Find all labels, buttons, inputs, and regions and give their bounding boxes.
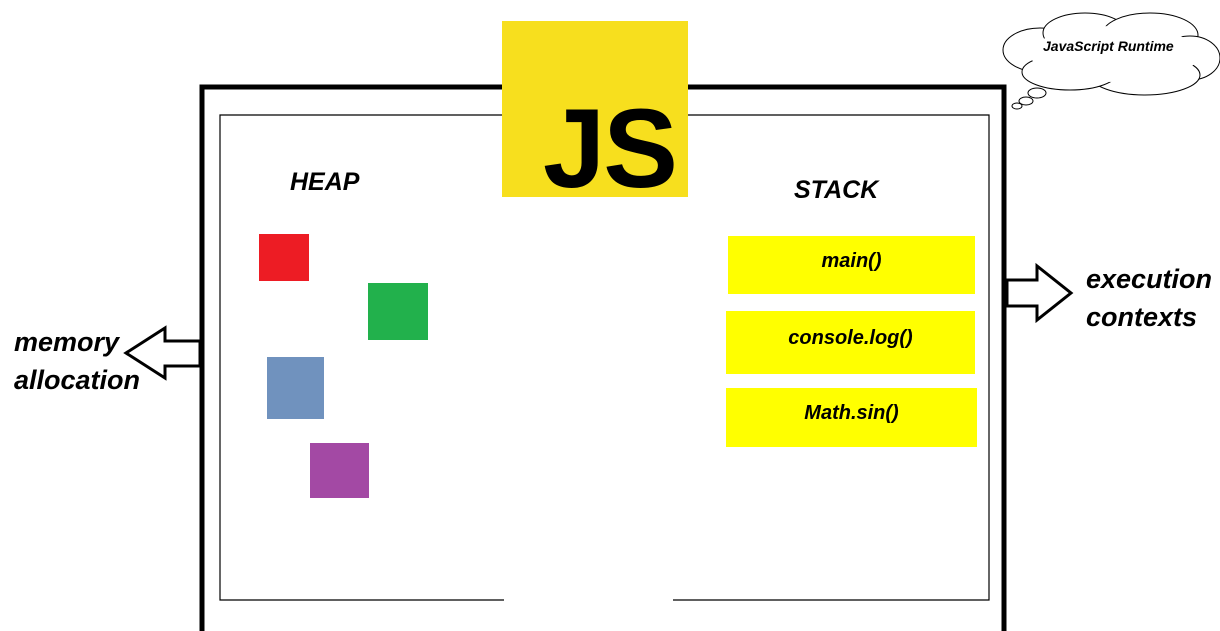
heap-object-green <box>368 283 428 340</box>
thought-bubble-dot <box>1011 102 1023 110</box>
stack-frame-label: console.log() <box>788 327 913 349</box>
js-logo-text: JS <box>543 86 678 211</box>
runtime-callout-text: JavaScript Runtime <box>1043 38 1174 54</box>
memory-allocation-line1: memory <box>14 327 120 357</box>
execution-contexts-line2: contexts <box>1086 302 1198 332</box>
stack-frame: main() <box>728 236 975 294</box>
js-logo: JS <box>502 21 688 205</box>
heap-object-blue <box>267 357 324 419</box>
execution-contexts-arrow <box>1005 262 1074 324</box>
center-gap <box>506 198 672 631</box>
thought-cloud <box>1002 12 1220 110</box>
heap-object-purple <box>310 443 369 498</box>
heap-title: HEAP <box>290 168 360 196</box>
stack-frame: console.log() <box>726 311 975 374</box>
stack-frame-label: Math.sin() <box>804 402 899 424</box>
heap-object-red <box>259 234 309 281</box>
stack-frame-label: main() <box>821 249 882 272</box>
memory-allocation-line2: allocation <box>14 365 141 395</box>
memory-allocation-label: memory allocation <box>14 323 140 399</box>
memory-allocation-arrow <box>123 325 202 381</box>
execution-contexts-line1: execution <box>1086 264 1213 294</box>
stack-title: STACK <box>794 176 879 204</box>
thought-bubble-dot <box>1027 87 1047 99</box>
execution-contexts-label: execution contexts <box>1086 260 1212 336</box>
thought-bubble-dot <box>1018 96 1034 106</box>
stack-frame: Math.sin() <box>726 388 977 447</box>
